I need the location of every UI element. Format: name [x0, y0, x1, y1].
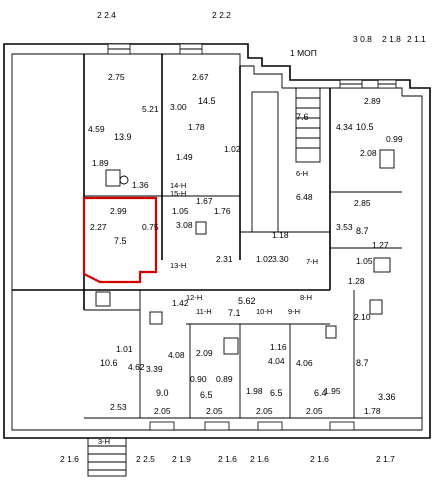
dim-label: 2.10 — [354, 312, 371, 322]
dim-label: 2.05 — [206, 406, 223, 416]
partitions — [12, 54, 422, 419]
dim-label: 2.99 — [110, 206, 127, 216]
dim-label: 2.08 — [360, 148, 377, 158]
top-label-4: 3 0.8 — [353, 34, 372, 44]
outer-wall — [3, 43, 431, 439]
bottom-label-6: 2 1.6 — [310, 454, 329, 464]
dim-label: 4.34 — [336, 122, 353, 132]
dim-label: 4.08 — [168, 350, 185, 360]
room-code: 13-Н — [170, 261, 186, 270]
dim-label: 2.27 — [90, 222, 107, 232]
room-code: 9-Н — [288, 307, 300, 316]
dim-label: 1.49 — [176, 152, 193, 162]
room-label-10.6: 10.6 — [100, 358, 118, 368]
bottom-label-2: 2 2.5 — [136, 454, 155, 464]
highlighted-room-outline — [82, 196, 158, 284]
room-code: 11-Н — [196, 307, 212, 316]
dim-label: 1.76 — [214, 206, 231, 216]
room-code: 7-Н — [306, 257, 318, 266]
dim-label: 2.85 — [354, 198, 371, 208]
room-label-10.5: 10.5 — [356, 122, 374, 132]
room-label-6.5b: 6.5 — [270, 388, 283, 398]
room-label-5.62: 5.62 — [238, 296, 256, 306]
top-label-1: 2 2.4 — [97, 10, 116, 20]
dim-label: 4.59 — [88, 124, 105, 134]
room-label-9.0: 9.0 — [156, 388, 169, 398]
room-label-6.5a: 6.5 — [200, 390, 213, 400]
room-label-13.9: 13.9 — [114, 132, 132, 142]
room-code: 6-Н — [296, 169, 308, 178]
top-label-6: 2 1.1 — [407, 34, 426, 44]
dim-label: 3.00 — [170, 102, 187, 112]
dim-label: 6.48 — [296, 192, 313, 202]
dim-label: 1.78 — [364, 406, 381, 416]
dim-label: 0.99 — [386, 134, 403, 144]
dim-label: 1.98 — [246, 386, 263, 396]
bottom-label-1: 2 1.6 — [60, 454, 79, 464]
dim-label: 2.53 — [110, 402, 127, 412]
dim-label: 4.04 — [268, 356, 285, 366]
room-label-6.4: 6.4 — [314, 388, 327, 398]
windows-top — [107, 43, 397, 89]
room-label-14.5: 14.5 — [198, 96, 216, 106]
dim-label: 1.42 — [172, 298, 189, 308]
dim-label: 2.09 — [196, 348, 213, 358]
room-code: 10-Н — [256, 307, 272, 316]
room-label-8.7a: 8.7 — [356, 226, 369, 236]
dim-label: 1.02 — [256, 254, 273, 264]
room-label-7.1: 7.1 — [228, 308, 241, 318]
stair-bottom — [87, 437, 127, 477]
dim-label: 1.78 — [188, 122, 205, 132]
dim-label: 1.05 — [172, 206, 189, 216]
room-code: 14-Н — [170, 181, 186, 190]
dim-label: 3.53 — [336, 222, 353, 232]
dim-label: 2.89 — [364, 96, 381, 106]
room-code: 3-Н — [98, 437, 110, 446]
dim-label: 4.62 — [128, 362, 145, 372]
dim-label: 2.67 — [192, 72, 209, 82]
dim-label: 2.05 — [306, 406, 323, 416]
dim-label: 2.05 — [256, 406, 273, 416]
dim-label: 2.31 — [216, 254, 233, 264]
dim-label: 0.75 — [142, 222, 159, 232]
dim-label: 3.39 — [146, 364, 163, 374]
top-label-2: 2 2.2 — [212, 10, 231, 20]
dim-label: 1.89 — [92, 158, 109, 168]
bottom-label-4: 2 1.6 — [218, 454, 237, 464]
top-label-3: 1 МОП — [290, 48, 317, 58]
room-code: 8-Н — [300, 293, 312, 302]
dim-label: 1.18 — [272, 230, 289, 240]
dim-label: 1.02 — [224, 144, 241, 154]
room-code: 12-Н — [186, 293, 202, 302]
fixtures — [95, 149, 395, 355]
dim-label: 1.67 — [196, 196, 213, 206]
room-label-7.5: 7.5 — [114, 236, 127, 246]
dim-label: 1.16 — [270, 342, 287, 352]
dim-label: 1.01 — [116, 344, 133, 354]
room-label-3.36: 3.36 — [378, 392, 396, 402]
bottom-label-7: 2 1.7 — [376, 454, 395, 464]
windows-bottom — [149, 421, 355, 431]
dim-label: 3.30 — [272, 254, 289, 264]
dim-label: 0.89 — [216, 374, 233, 384]
room-label-7.6: 7.6 — [296, 112, 309, 122]
dim-label: 3.08 — [176, 220, 193, 230]
dim-label: 1.27 — [372, 240, 389, 250]
dim-label: 2.75 — [108, 72, 125, 82]
dim-label: 1.05 — [356, 256, 373, 266]
dim-label: 0.90 — [190, 374, 207, 384]
room-code: 15-Н — [170, 189, 186, 198]
dim-label: 5.21 — [142, 104, 159, 114]
dim-label: 2.05 — [154, 406, 171, 416]
bottom-label-3: 2 1.9 — [172, 454, 191, 464]
bottom-label-5: 2 1.6 — [250, 454, 269, 464]
dim-label: 1.36 — [132, 180, 149, 190]
dim-label: 4.06 — [296, 358, 313, 368]
dim-label: 1.95 — [324, 386, 341, 396]
dim-label: 1.28 — [348, 276, 365, 286]
room-label-8.7b: 8.7 — [356, 358, 369, 368]
top-label-5: 2 1.8 — [382, 34, 401, 44]
